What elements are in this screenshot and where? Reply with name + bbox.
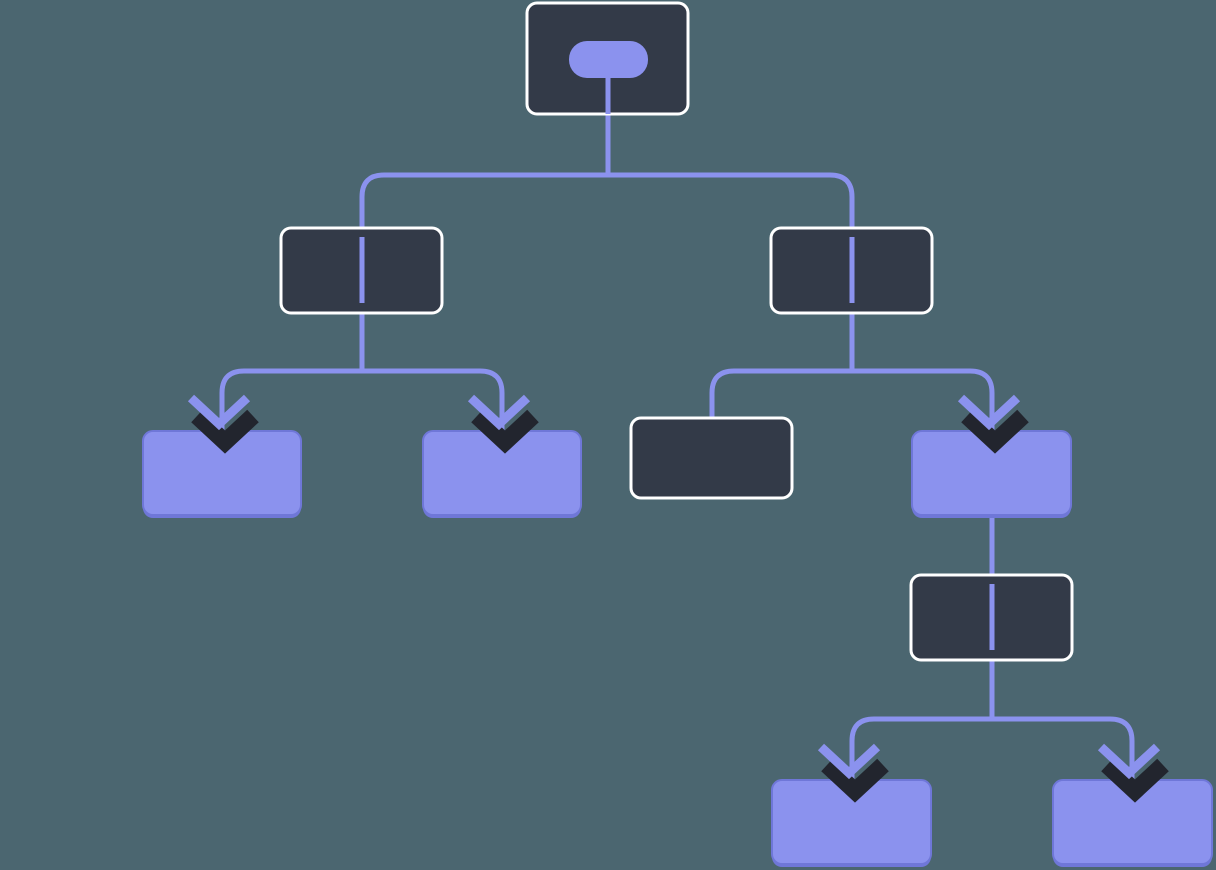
arrowhead-shadow-icon bbox=[191, 409, 259, 454]
arrowhead-icon bbox=[467, 394, 531, 431]
node-empty-box[interactable] bbox=[629, 416, 794, 500]
node-branch[interactable] bbox=[911, 430, 1072, 518]
node-inner-pill[interactable] bbox=[569, 41, 648, 78]
arrowhead-shadow-icon bbox=[1101, 758, 1169, 803]
arrowhead-icon bbox=[1097, 743, 1161, 780]
node-mid-left[interactable] bbox=[279, 226, 444, 315]
node-body[interactable] bbox=[629, 416, 794, 500]
node-mid-right[interactable] bbox=[769, 226, 934, 315]
arrowhead-shadow-icon bbox=[961, 409, 1029, 454]
node-inner-stem bbox=[605, 60, 611, 114]
nodes-layer bbox=[142, 1, 1213, 867]
node-inner-line bbox=[359, 237, 365, 303]
node-leaf-4[interactable] bbox=[1052, 779, 1213, 867]
node-leaf-1[interactable] bbox=[142, 430, 302, 518]
connector-mid-right-to-empty-box bbox=[709, 313, 855, 418]
arrowhead-icon bbox=[187, 394, 251, 431]
arrowhead bbox=[957, 394, 1029, 454]
arrowheads-layer bbox=[187, 394, 1169, 803]
arrowhead bbox=[817, 743, 889, 803]
arrowhead-icon bbox=[817, 743, 881, 780]
connector-mid-lower-to-leaf-3 bbox=[849, 660, 995, 780]
arrowhead bbox=[467, 394, 539, 454]
connector-mid-lower-to-leaf-4 bbox=[989, 660, 1135, 780]
connectors-layer bbox=[219, 114, 1135, 780]
arrowhead bbox=[187, 394, 259, 454]
node-inner-line bbox=[989, 584, 995, 650]
node-root[interactable] bbox=[525, 1, 690, 116]
node-inner-line bbox=[849, 237, 855, 303]
connector-root-to-mid-left bbox=[359, 114, 611, 228]
connector-mid-right-to-branch bbox=[849, 313, 995, 431]
arrowhead bbox=[1097, 743, 1169, 803]
connector-mid-left-to-leaf-1 bbox=[219, 313, 365, 431]
arrowhead-shadow-icon bbox=[471, 409, 539, 454]
connector-mid-left-to-leaf-2 bbox=[359, 313, 505, 431]
arrowhead-shadow-icon bbox=[821, 758, 889, 803]
connector-root-to-mid-right bbox=[605, 114, 855, 228]
node-leaf-2[interactable] bbox=[422, 430, 582, 518]
node-mid-lower[interactable] bbox=[909, 573, 1074, 662]
node-leaf-3[interactable] bbox=[771, 779, 932, 867]
arrowhead-icon bbox=[957, 394, 1021, 431]
